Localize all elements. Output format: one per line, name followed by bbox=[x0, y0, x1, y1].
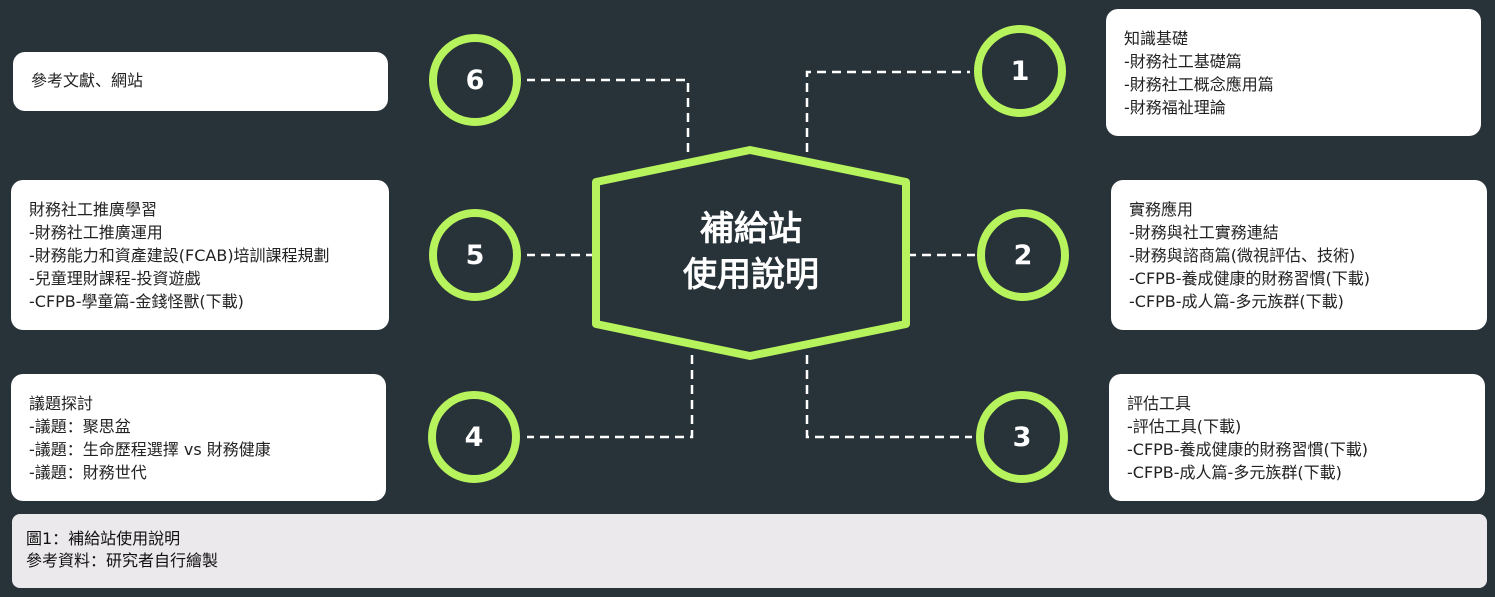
node-1-number-circle: 1 bbox=[974, 25, 1066, 117]
node-3-item: -CFPB-成人篇-多元族群(下載) bbox=[1127, 463, 1342, 482]
center-title-line1: 補給站 bbox=[700, 209, 802, 249]
node-5-item: -CFPB-學童篇-金錢怪獸(下載) bbox=[29, 292, 244, 311]
node-3-heading: 評估工具 bbox=[1127, 394, 1192, 413]
node-3-number-circle: 3 bbox=[976, 391, 1068, 483]
node-2-heading: 實務應用 bbox=[1129, 200, 1194, 219]
node-3-item: -評估工具(下載) bbox=[1127, 417, 1242, 436]
node-2-item: -CFPB-成人篇-多元族群(下載) bbox=[1129, 292, 1344, 311]
node-1-card: 知識基礎 -財務社工基礎篇 -財務社工概念應用篇 -財務福祉理論 bbox=[1106, 9, 1481, 136]
node-6-card: 參考文獻、網站 bbox=[13, 52, 388, 111]
node-5-item: -財務能力和資產建設(FCAB)培訓課程規劃 bbox=[29, 246, 330, 265]
node-2-item: -財務與社工實務連結 bbox=[1129, 223, 1279, 242]
node-5-card: 財務社工推廣學習 -財務社工推廣運用 -財務能力和資產建設(FCAB)培訓課程規… bbox=[11, 180, 389, 330]
center-title: 補給站 使用說明 bbox=[590, 206, 912, 298]
node-1-item: -財務福祉理論 bbox=[1124, 98, 1226, 117]
node-3-item: -CFPB-養成健康的財務習慣(下載) bbox=[1127, 440, 1369, 459]
node-4-number-circle: 4 bbox=[428, 391, 520, 483]
node-4-item: -議題：生命歷程選擇 vs 財務健康 bbox=[29, 440, 271, 459]
node-5-item: -財務社工推廣運用 bbox=[29, 223, 163, 242]
node-5-heading: 財務社工推廣學習 bbox=[29, 200, 158, 219]
node-4-card: 議題探討 -議題：聚思盆 -議題：生命歷程選擇 vs 財務健康 -議題：財務世代 bbox=[11, 374, 386, 501]
node-4-item: -議題：聚思盆 bbox=[29, 417, 131, 436]
node-6-line: 參考文獻、網站 bbox=[31, 71, 144, 90]
figure-caption: 圖1：補給站使用說明 參考資料：研究者自行繪製 bbox=[12, 514, 1487, 588]
connector-1 bbox=[805, 70, 970, 152]
center-hexagon bbox=[592, 146, 910, 360]
node-5-number-circle: 5 bbox=[429, 209, 521, 301]
node-3-card: 評估工具 -評估工具(下載) -CFPB-養成健康的財務習慣(下載) -CFPB… bbox=[1109, 374, 1485, 501]
caption-source: 參考資料：研究者自行繪製 bbox=[26, 551, 219, 570]
node-4-heading: 議題探討 bbox=[29, 394, 94, 413]
center-title-line2: 使用說明 bbox=[683, 255, 819, 295]
caption-title: 圖1：補給站使用說明 bbox=[26, 529, 181, 548]
node-6-number-circle: 6 bbox=[429, 34, 521, 126]
node-1-heading: 知識基礎 bbox=[1124, 29, 1189, 48]
node-4-item: -議題：財務世代 bbox=[29, 463, 147, 482]
connector-4 bbox=[527, 355, 694, 439]
node-1-item: -財務社工基礎篇 bbox=[1124, 52, 1242, 71]
node-1-item: -財務社工概念應用篇 bbox=[1124, 75, 1274, 94]
connector-6 bbox=[527, 78, 690, 152]
connector-3 bbox=[805, 355, 972, 439]
node-5-item: -兒童理財課程-投資遊戲 bbox=[29, 269, 201, 288]
node-2-number-circle: 2 bbox=[977, 209, 1069, 301]
node-2-card: 實務應用 -財務與社工實務連結 -財務與諮商篇(微視評估、技術) -CFPB-養… bbox=[1111, 180, 1487, 330]
node-2-item: -財務與諮商篇(微視評估、技術) bbox=[1129, 246, 1356, 265]
node-2-item: -CFPB-養成健康的財務習慣(下載) bbox=[1129, 269, 1371, 288]
